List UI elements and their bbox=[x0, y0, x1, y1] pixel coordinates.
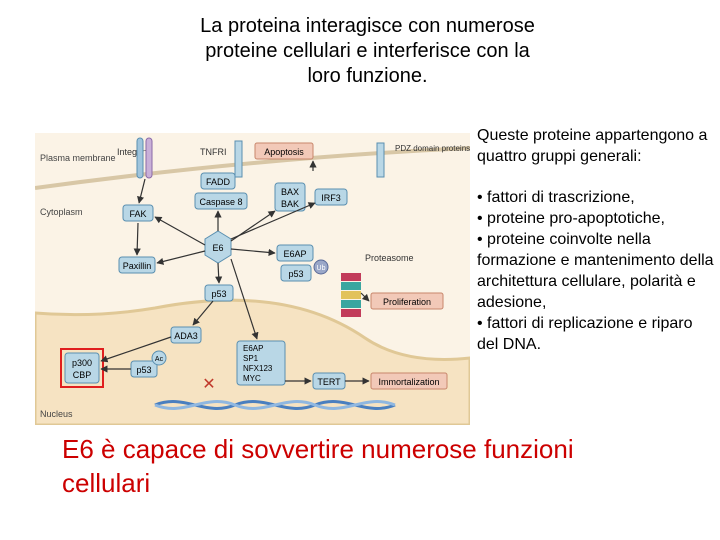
group-item: • proteine pro-apoptotiche, bbox=[477, 210, 665, 227]
p53-cyto-text: p53 bbox=[288, 269, 303, 279]
integrin-receptor-a bbox=[136, 137, 144, 179]
side-text-block: Queste proteine appartengono a quattro g… bbox=[477, 125, 717, 355]
bax-text: BAX bbox=[281, 187, 299, 197]
fak-text: FAK bbox=[129, 209, 146, 219]
fadd-text: FADD bbox=[206, 177, 231, 187]
nucleus-label: Nucleus bbox=[40, 409, 73, 419]
p300-cbp-box bbox=[64, 352, 100, 384]
p53-nuc-text: p53 bbox=[136, 365, 151, 375]
pathway-arrows bbox=[100, 160, 370, 385]
proteasome-label: Proteasome bbox=[365, 253, 414, 263]
acetyl-icon bbox=[151, 350, 167, 366]
integrins-label: Integrins bbox=[117, 147, 152, 157]
side-intro: Queste proteine appartengono a quattro g… bbox=[477, 127, 708, 165]
nuclear-targets-box bbox=[236, 340, 286, 386]
e6-text: E6 bbox=[212, 243, 223, 253]
e6-interaction-diagram: Plasma membrane Cytoplasm Nucleus Integr… bbox=[33, 133, 472, 427]
p300-text: p300 bbox=[72, 358, 92, 368]
immortalization-box bbox=[370, 372, 448, 390]
conclusion-text: E6 è capace di sovvertire numerose funzi… bbox=[62, 434, 574, 498]
inhibition-x-icon: ✕ bbox=[202, 376, 215, 393]
p53-mid-text: p53 bbox=[211, 289, 226, 299]
p53-cyto-box bbox=[280, 264, 312, 282]
group-item: • fattori di trascrizione, bbox=[477, 189, 635, 206]
dna-strand-b bbox=[154, 400, 396, 410]
cytoplasm-label: Cytoplasm bbox=[40, 207, 83, 217]
caspase8-box bbox=[194, 192, 248, 210]
irf3-text: IRF3 bbox=[321, 193, 341, 203]
ada3-text: ADA3 bbox=[174, 331, 198, 341]
nuc-target-1: SP1 bbox=[243, 354, 259, 363]
proliferation-text: Proliferation bbox=[383, 297, 431, 307]
pdz-receptor bbox=[376, 142, 385, 178]
integrin-receptor-b bbox=[145, 137, 153, 179]
bak-text: BAK bbox=[281, 199, 299, 209]
fak-box bbox=[122, 204, 154, 222]
fadd-box bbox=[200, 172, 236, 190]
ada3-box bbox=[170, 326, 202, 344]
nuc-target-0: E6AP bbox=[243, 344, 263, 353]
proteasome-icon bbox=[341, 273, 361, 317]
apoptosis-text: Apoptosis bbox=[264, 147, 304, 157]
nuc-target-3: MYC bbox=[243, 374, 261, 383]
plasma-membrane-label: Plasma membrane bbox=[40, 153, 116, 163]
tnfr1-label: TNFRI bbox=[200, 147, 227, 157]
e6ap-box bbox=[276, 244, 314, 262]
group-list: • fattori di trascrizione, • proteine pr… bbox=[477, 187, 717, 355]
ub-text: Ub bbox=[317, 265, 326, 272]
apoptosis-box bbox=[254, 142, 314, 160]
ubiquitin-icon bbox=[313, 259, 329, 275]
plasma-membrane-line bbox=[34, 146, 471, 190]
immortalization-text: Immortalization bbox=[378, 377, 439, 387]
e6ap-text: E6AP bbox=[283, 249, 306, 259]
nuc-target-2: NFX123 bbox=[243, 364, 273, 373]
cbp-text: CBP bbox=[73, 370, 92, 380]
group-item: • proteine coinvolte nella formazione e … bbox=[477, 231, 714, 311]
paxillin-box bbox=[118, 256, 156, 274]
tnfr1-receptor bbox=[234, 140, 243, 178]
tert-text: TERT bbox=[317, 377, 341, 387]
p53-mid-box bbox=[204, 284, 234, 302]
paxillin-text: Paxillin bbox=[123, 261, 152, 271]
bax-bak-box bbox=[274, 182, 306, 212]
pdz-label: PDZ domain proteins bbox=[395, 144, 470, 153]
irf3-box bbox=[314, 188, 348, 206]
proliferation-box bbox=[370, 292, 444, 310]
ac-text: Ac bbox=[155, 356, 164, 363]
group-item: • fattori di replicazione e riparo del D… bbox=[477, 315, 693, 353]
slide-title: La proteina interagisce con numerose pro… bbox=[200, 15, 535, 87]
caspase8-text: Caspase 8 bbox=[199, 197, 242, 207]
